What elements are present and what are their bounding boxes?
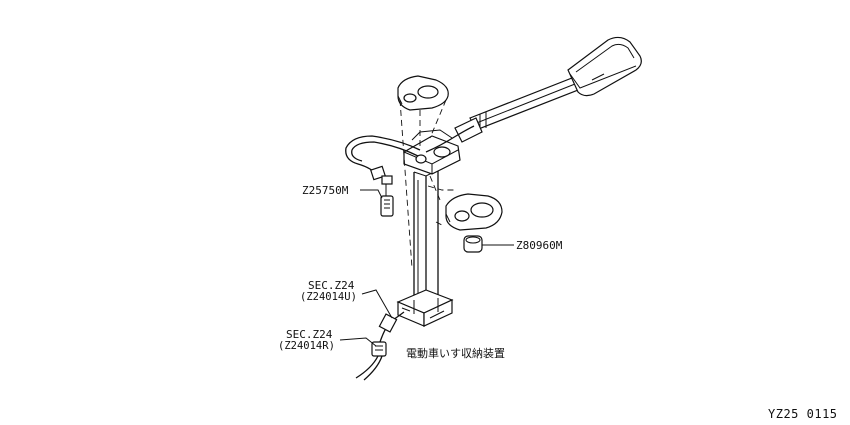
harness-z24014 (355, 311, 405, 381)
figure-code: YZ25 0115 (768, 407, 838, 421)
label-sec-upper-code: (Z24014U) (300, 291, 357, 303)
grommet-plug (463, 235, 483, 253)
label-z25750m: Z25750M (302, 184, 349, 197)
hoist-head (567, 36, 642, 97)
label-z80960m: Z80960M (516, 239, 563, 252)
base-block (396, 289, 454, 327)
label-sec-upper: SEC.Z24 (308, 279, 355, 292)
leader-lines (339, 189, 514, 347)
vertical-post (413, 169, 439, 302)
upper-cover (397, 75, 449, 111)
boom-arm (454, 77, 579, 143)
assembly-lines (399, 99, 456, 269)
label-sec-lower: SEC.Z24 (286, 328, 333, 341)
harness-z25750m (345, 125, 475, 217)
lower-cover (445, 193, 503, 231)
swivel-mount (403, 129, 461, 175)
caption-japanese: 電動車いす収納装置 (406, 346, 505, 360)
label-sec-lower-code: (Z24014R) (278, 340, 335, 352)
